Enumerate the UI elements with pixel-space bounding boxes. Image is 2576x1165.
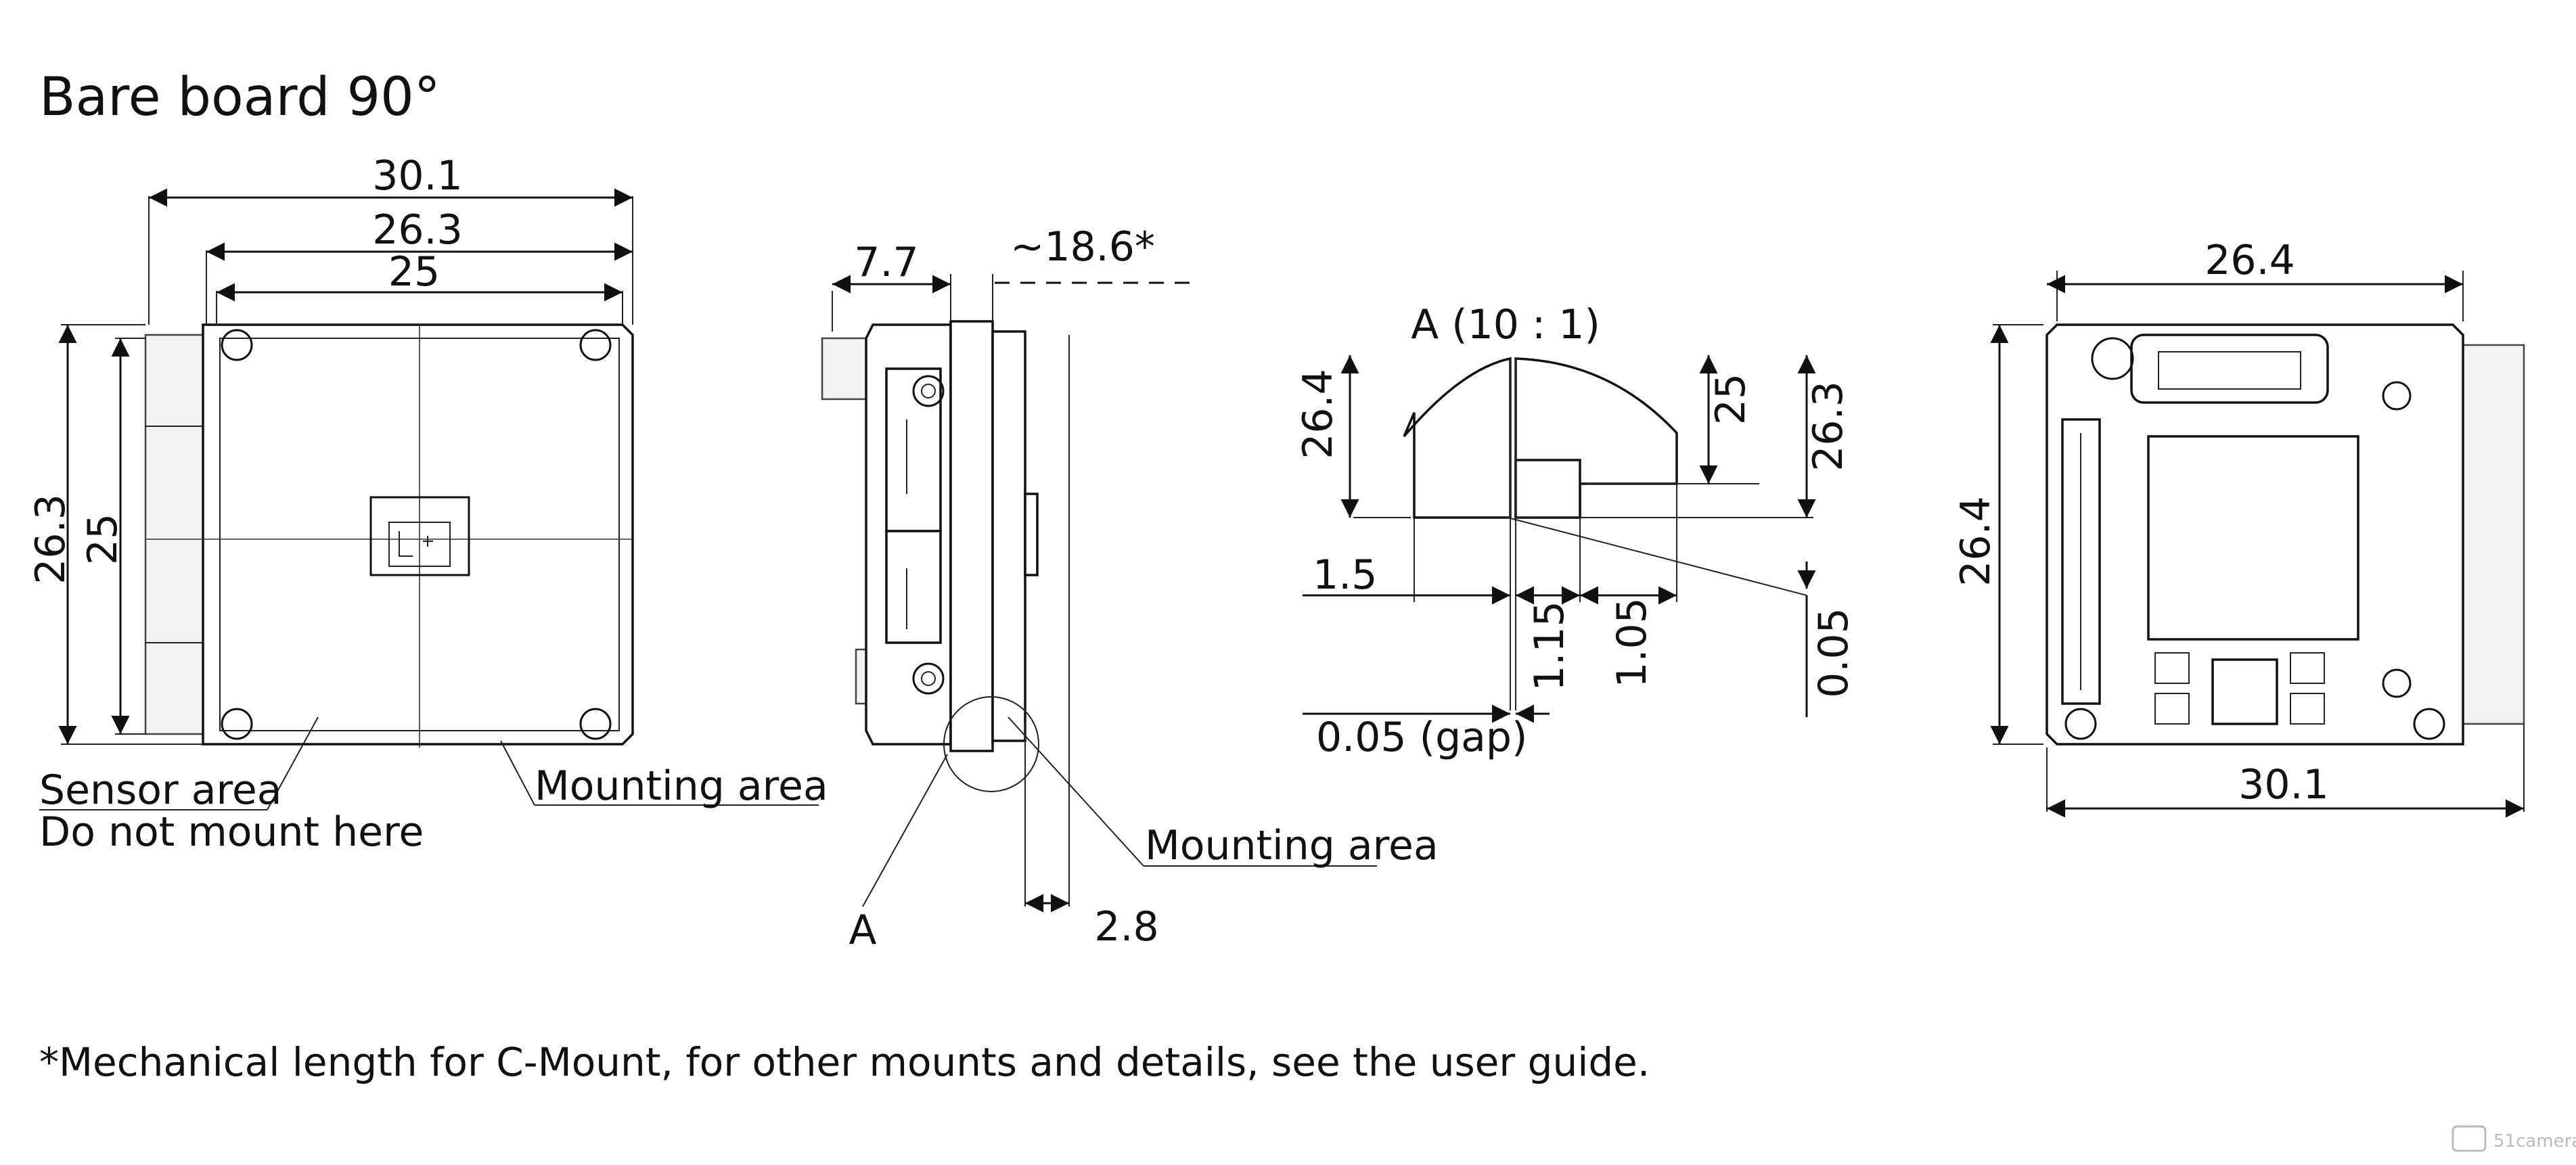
dim-detail-1-15: 1.15 (1526, 601, 1573, 691)
back-pad-3 (2290, 652, 2325, 684)
back-pad-2 (2154, 693, 2190, 725)
dim-detail-mid-height: 25 (1707, 373, 1755, 425)
back-top-connector (2130, 334, 2329, 404)
dim-width-overall: 30.1 (372, 152, 463, 200)
dim-back-width-bottom: 30.1 (2238, 761, 2329, 808)
side-top-clip (821, 337, 871, 401)
back-chip (2147, 435, 2359, 641)
front-view: 30.1 26.3 25 26.3 25 Sensor area Do not … (27, 152, 828, 856)
dim-detail-right-height: 26.3 (1805, 381, 1852, 472)
side-pcb-flange (949, 320, 994, 752)
back-screw-right-top (2382, 381, 2412, 411)
detail-marker-a: A (849, 907, 876, 954)
dim-height-inner: 25 (79, 513, 127, 565)
back-connector-pins (2158, 351, 2301, 390)
front-side-strip (144, 334, 204, 735)
dim-detail-1-05: 1.05 (1608, 597, 1656, 688)
detail-circle-a (943, 696, 1039, 792)
dim-depth: 7.7 (854, 239, 918, 286)
sensor-outline (369, 496, 470, 576)
back-hole-bl (2064, 708, 2097, 740)
side-view: 7.7 ~18.6* 2.8 A Mounting area (821, 223, 1439, 954)
dim-flange: 2.8 (1094, 903, 1158, 951)
back-view: 26.4 30.1 26.4 (1952, 237, 2525, 818)
mounting-hole-bl (221, 708, 253, 740)
dim-mech-length: ~18.6* (1010, 223, 1155, 271)
label-do-not-mount: Do not mount here (39, 808, 424, 856)
detail-left-body (1403, 357, 1512, 519)
label-sensor-area: Sensor area (39, 767, 282, 814)
dim-back-height: 26.4 (1952, 496, 1999, 587)
mounting-hole-tl (221, 329, 253, 361)
label-side-mounting-area: Mounting area (1145, 822, 1439, 869)
side-connector-bottom (885, 530, 942, 644)
back-screw-top (2091, 337, 2134, 380)
drawing-title: Bare board 90° (39, 67, 440, 128)
back-side-strip (2462, 344, 2525, 725)
back-pad-4 (2290, 693, 2325, 725)
side-screw-top (912, 375, 945, 407)
dim-height-overall: 26.3 (27, 494, 74, 585)
back-component-center (2211, 658, 2278, 725)
footnote: *Mechanical length for C-Mount, for othe… (39, 1039, 1650, 1085)
dim-detail-gap: 0.05 (gap) (1316, 714, 1527, 761)
dim-detail-0-05-right: 0.05 (1810, 608, 1857, 698)
back-pad-1 (2154, 652, 2190, 684)
watermark-text: 51camera (2493, 1131, 2576, 1151)
side-screw-bottom (912, 662, 945, 695)
side-sensor-glass (1024, 493, 1039, 576)
detail-view: A (10 : 1) 26.4 25 26.3 1.5 1.15 1.05 0.… (1294, 301, 1857, 761)
dim-detail-left-offset: 1.5 (1313, 551, 1377, 599)
detail-title: A (10 : 1) (1411, 301, 1600, 348)
mounting-hole-tr (579, 329, 612, 361)
dim-back-width-top: 26.4 (2205, 237, 2295, 284)
watermark-logo (2451, 1125, 2487, 1152)
label-front-mounting-area: Mounting area (535, 762, 828, 810)
dim-width-mid: 26.3 (372, 206, 463, 254)
dim-width-inner: 25 (388, 248, 440, 296)
sensor-die (388, 522, 451, 567)
side-pcb-board (991, 330, 1026, 742)
mounting-hole-br (579, 708, 612, 740)
back-hole-br (2413, 708, 2445, 740)
front-board-outline (202, 323, 634, 746)
back-screw-right-bottom (2382, 668, 2412, 698)
detail-glass (1514, 459, 1581, 519)
dim-detail-left-height: 26.4 (1294, 369, 1342, 459)
